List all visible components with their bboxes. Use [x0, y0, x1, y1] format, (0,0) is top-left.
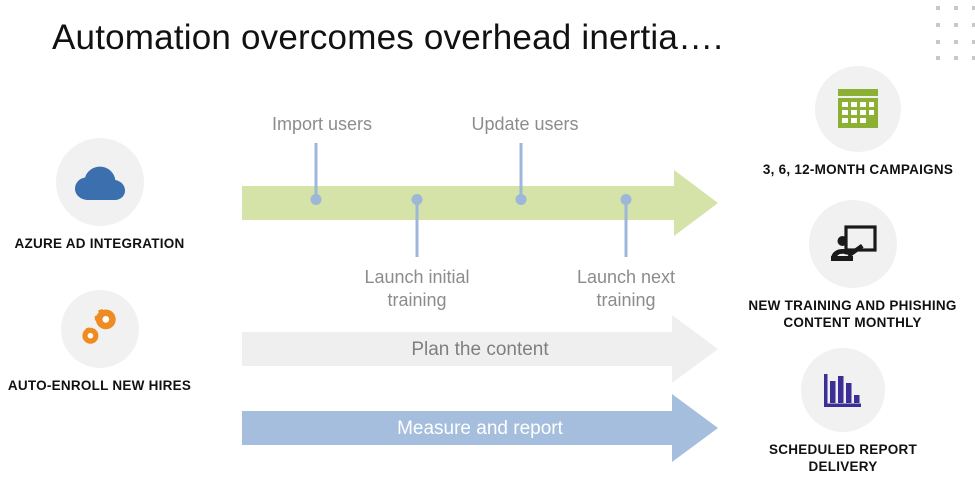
milestone-launch-initial-training-label: Launch initial training [364, 267, 470, 310]
feature-caption: 3, 6, 12-MONTH CAMPAIGNS [762, 162, 954, 177]
pin-knob [515, 194, 527, 205]
milestone-launch-initial-training-marker[interactable] [411, 194, 423, 262]
calendar-icon [838, 89, 878, 128]
milestone-import-users-label: Import users [271, 114, 373, 134]
arrow-label: Measure and report [397, 417, 563, 439]
arrow-shape [242, 394, 718, 462]
icon-circle-background [60, 290, 139, 368]
bar-chart-icon [824, 374, 861, 407]
milestone-launch-next-training-marker[interactable] [620, 194, 632, 262]
feature-caption: AZURE AD INTEGRATION [14, 236, 185, 251]
feature-scheduled-reports[interactable]: SCHEDULED REPORT DELIVERY [730, 348, 956, 475]
pin-knob [310, 194, 322, 205]
icon-circle-background [801, 348, 885, 432]
feature-auto-enroll-new-hires[interactable]: AUTO-ENROLL NEW HIRES [0, 290, 212, 394]
arrow-label: Plan the content [411, 338, 549, 360]
feature-caption: AUTO-ENROLL NEW HIRES [7, 378, 192, 393]
pin-stem [415, 199, 419, 257]
feature-campaigns[interactable]: 3, 6, 12-MONTH CAMPAIGNS [742, 66, 974, 178]
feature-training-content[interactable]: NEW TRAINING AND PHISHING CONTENT MONTHL… [730, 200, 975, 331]
milestone-launch-next-training-label: Launch next training [576, 267, 676, 310]
feature-azure-ad-integration[interactable]: AZURE AD INTEGRATION [0, 138, 212, 252]
presentation-board-icon [830, 225, 877, 261]
gears-icon [81, 309, 116, 344]
arrow-shape [242, 315, 718, 383]
feature-caption: SCHEDULED REPORT DELIVERY [768, 442, 917, 474]
dot-grid-decoration [930, 0, 975, 62]
timeline-arrow-plan-the-content[interactable]: Plan the content [242, 315, 718, 383]
page-title: Automation overcomes overhead inertia…. [52, 18, 724, 57]
milestone-update-users-label: Update users [471, 114, 579, 134]
icon-circle-background [815, 66, 901, 152]
timeline-arrow-green[interactable] [242, 170, 718, 236]
pin-stem [314, 143, 318, 197]
feature-caption: NEW TRAINING AND PHISHING CONTENT MONTHL… [748, 298, 957, 330]
timeline-arrow-measure-and-report[interactable]: Measure and report [242, 394, 718, 462]
icon-circle-background [808, 200, 897, 288]
pin-stem [624, 199, 628, 257]
arrow-shape [242, 170, 718, 236]
cloud-icon [74, 166, 125, 200]
milestone-import-users-marker[interactable] [310, 143, 322, 206]
milestone-update-users-marker[interactable] [515, 143, 527, 206]
pin-stem [519, 143, 523, 197]
icon-circle-background [55, 138, 144, 226]
